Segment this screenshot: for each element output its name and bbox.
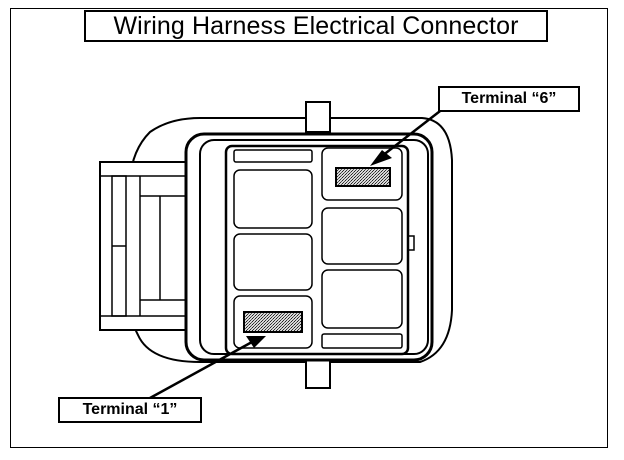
terminal-1-callout: Terminal “1” — [58, 397, 202, 423]
connector-outer-shell — [129, 101, 453, 389]
terminal-6-label: Terminal “6” — [461, 90, 557, 107]
diagram-frame — [10, 8, 608, 448]
terminal-1-arrow — [149, 336, 266, 400]
locking-tab-bottom — [305, 359, 331, 389]
cavity-2 — [233, 233, 313, 291]
diagram-title: Wiring Harness Electrical Connector — [113, 11, 519, 40]
cavity-slot-top-left — [233, 149, 313, 163]
terminal-6-pin — [335, 167, 391, 187]
locking-tab-top — [305, 101, 331, 133]
cavity-4 — [321, 269, 403, 329]
cavity-3 — [233, 169, 313, 229]
terminal-1-label: Terminal “1” — [82, 401, 178, 418]
cavity-slot-bottom-right — [321, 333, 403, 349]
terminal-6-arrow — [370, 107, 445, 166]
connector-key — [407, 235, 415, 251]
connector-latch — [99, 161, 193, 331]
diagram-title-box: Wiring Harness Electrical Connector — [84, 10, 548, 42]
terminal-1-pin — [243, 311, 303, 333]
cavity-5 — [321, 207, 403, 265]
terminal-6-callout: Terminal “6” — [438, 86, 580, 112]
